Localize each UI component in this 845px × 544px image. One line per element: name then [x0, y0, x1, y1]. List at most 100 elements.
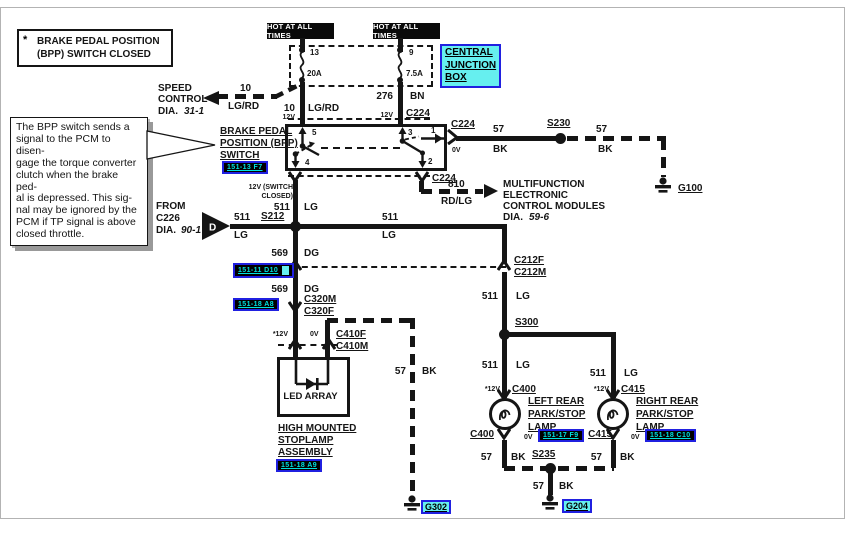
wire-57-to-g100	[661, 139, 666, 177]
wire-57-chmsl-horizontal	[327, 318, 415, 323]
bpp-right-circuit: 276	[376, 91, 393, 102]
connector-chevron-icon	[605, 428, 621, 441]
left-lamp-name-3: LAMP	[528, 422, 557, 433]
connector-c415-top-label: C415	[621, 384, 645, 395]
connector-chevron-icon	[496, 258, 512, 271]
left-rear-lamp-icon	[489, 398, 521, 430]
wire-57-chmsl-vertical	[410, 318, 415, 496]
title-line-2: (BPP) SWITCH CLOSED	[37, 49, 151, 60]
wire-57-right-color: BK	[620, 452, 635, 463]
from-connector-arrow-icon: D	[202, 212, 232, 240]
wire-10-circuit-label: 10	[240, 83, 252, 94]
wire-511-run	[295, 224, 507, 229]
bpp-pin-1: 1	[431, 126, 436, 135]
right-lamp-name-3: LAMP	[636, 422, 665, 433]
wire-511c-color: LG	[624, 368, 638, 379]
connector-chevron-icon	[287, 337, 303, 350]
ground-g302-label[interactable]: G302	[421, 500, 452, 514]
c212-ref-link[interactable]: 151-11 D10	[233, 263, 295, 278]
connector-c212-line	[282, 266, 506, 268]
connector-c410f-label: C410F	[336, 329, 367, 340]
bpp-pin-2: 2	[428, 157, 433, 166]
connector-c212m-label: C212M	[514, 267, 547, 278]
chmsl-volt12: *12V	[272, 331, 288, 338]
left-lamp-name-2: PARK/STOP	[528, 409, 586, 420]
wire-511-stem	[293, 180, 298, 225]
wire-57-chmsl-color: BK	[422, 366, 437, 377]
bpp-pin-3: 3	[408, 128, 413, 137]
mfm-dia: DIA.	[503, 212, 523, 223]
hot-at-all-times-left: HOT AT ALL TIMES	[267, 22, 334, 40]
wire-511-stem-color: LG	[304, 202, 318, 213]
ground-g204-label[interactable]: G204	[562, 499, 593, 513]
chmsl-ref-link[interactable]: 151-18 A9	[276, 459, 323, 472]
cjb-line-2: JUNCTION	[445, 59, 497, 71]
note-line: signal to the PCM to disen-	[16, 132, 111, 157]
wire-57b-circuit: 57	[596, 124, 608, 135]
bpp-right-color: BN	[410, 91, 425, 102]
wire-810-color: RD/LG	[441, 196, 473, 207]
bpp-switch-contacts-icon	[291, 127, 444, 168]
note-line: PCM if TP signal is above	[16, 216, 136, 229]
chmsl-name-3: ASSEMBLY	[278, 447, 333, 458]
wire-511-src-circuit: 511	[234, 212, 251, 223]
note-line: gage the torque converter	[16, 156, 137, 169]
connector-c320m-label: C320M	[304, 294, 337, 305]
wire-10-diagonal	[273, 80, 305, 100]
callout-pointer-icon	[146, 126, 218, 164]
connector-c400-top-label: C400	[512, 384, 536, 395]
bpp-pin-5: 5	[312, 128, 317, 137]
right-lamp-ref-text: 151-18 C10	[650, 432, 691, 439]
central-junction-box-label[interactable]: CENTRAL JUNCTION BOX	[440, 44, 502, 88]
bpp-ref-link[interactable]: 151-13 F7	[222, 161, 268, 174]
connector-c224-line-bottom	[288, 175, 430, 177]
chmsl-name-1: HIGH MOUNTED	[278, 423, 357, 434]
speed-control-line-1: SPEED	[158, 83, 192, 94]
mfm-line-1: MULTIFUNCTION	[503, 179, 585, 190]
fuse-13-icon	[294, 46, 310, 84]
connector-c410-line	[278, 344, 338, 346]
wire-57-left-color: BK	[511, 452, 526, 463]
wire-569-vertical	[293, 227, 298, 357]
note-line: closed throttle.	[16, 228, 85, 241]
from-line-1: FROM	[156, 201, 186, 212]
connector-c212f-label: C212F	[514, 255, 545, 266]
wire-810-dashed	[421, 189, 483, 194]
wire-511b-circuit: 511	[481, 360, 498, 371]
from-dia: DIA.	[156, 225, 176, 236]
c224-out-volt: 0V	[452, 147, 461, 154]
splice-s230-dot	[555, 133, 566, 144]
right-lamp-name-2: PARK/STOP	[636, 409, 694, 420]
wire-led-return	[325, 320, 330, 357]
cjb-line-1: CENTRAL	[445, 47, 493, 58]
cjb-line-3: BOX	[445, 72, 467, 83]
wire-511-src-color: LG	[234, 230, 248, 241]
splice-s230-label: S230	[547, 118, 571, 129]
left-lamp-volt0: 0V	[524, 434, 533, 441]
wire-10-color-label: LG/RD	[228, 101, 260, 112]
c320-ref-link[interactable]: 151-18 A8	[233, 298, 280, 311]
bpp-pin-4: 4	[305, 158, 310, 167]
wire-569a-circuit: 569	[271, 248, 288, 259]
wire-569b-color: DG	[304, 284, 319, 295]
wire-511-branch	[502, 332, 616, 337]
fuse-9-position: 9	[409, 48, 414, 57]
title-line-1: BRAKE PEDAL POSITION	[37, 36, 160, 47]
wire-10-vertical	[300, 82, 305, 124]
wire-511c-circuit: 511	[589, 368, 606, 379]
note-line: clutch when the brake ped-	[16, 168, 119, 193]
wire-569a-color: DG	[304, 248, 319, 259]
right-lamp-volt0: 0V	[631, 434, 640, 441]
connector-c400-bottom-label: C400	[470, 429, 494, 440]
ground-g100-label: G100	[678, 183, 703, 194]
mfm-line-2: ELECTRONIC	[503, 190, 568, 201]
right-lamp-ref-link[interactable]: 151-18 C10	[645, 429, 696, 442]
wire-57-solid	[456, 136, 558, 141]
wire-511-from-c226	[230, 224, 298, 229]
bulb-filament-icon	[607, 409, 619, 421]
wire-569b-circuit: 569	[271, 284, 288, 295]
left-lamp-ref-link[interactable]: 151-17 F9	[538, 429, 584, 442]
connector-c224-bottom-label: C224	[432, 173, 456, 184]
connector-c320f-label: C320F	[304, 306, 335, 317]
